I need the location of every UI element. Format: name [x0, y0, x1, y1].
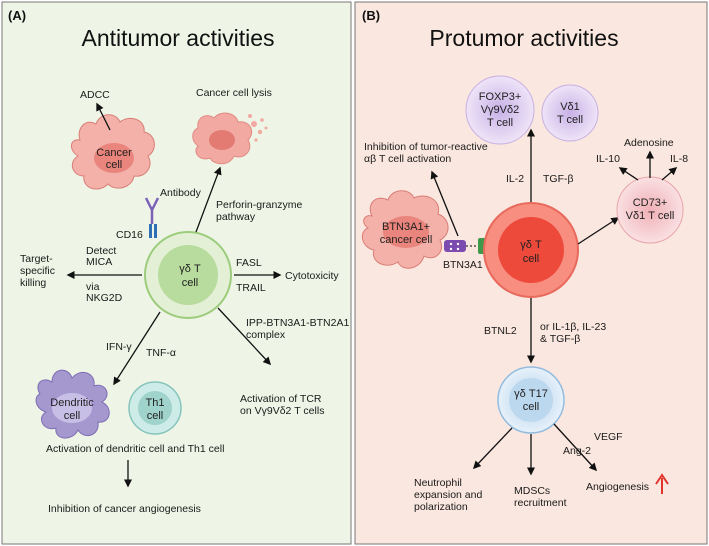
trail-label: TRAIL [236, 282, 266, 294]
detect-label-2: MICA [86, 256, 112, 268]
cd73-label-2: Vδ1 T cell [626, 210, 675, 222]
ipp-label-2: complex [246, 329, 286, 341]
target-label-3: killing [20, 277, 46, 289]
cancer-cell-a-label-1: Cancer [96, 147, 132, 159]
ifng-label: IFN-γ [106, 341, 132, 353]
cd73-cell: CD73+ Vδ1 T cell [616, 176, 684, 244]
dendritic-cell: Dendritic cell [35, 369, 110, 439]
arrow-tcr-activation [217, 307, 272, 366]
fasl-label: FASL [236, 257, 262, 269]
th1-cell-label-2: cell [147, 410, 164, 422]
foxp3-label-2: Vγ9Vδ2 [481, 104, 520, 116]
vd1-cell: Vδ1 T cell [541, 84, 599, 142]
vd1-label-1: Vδ1 [560, 101, 580, 113]
il2-label: IL-2 [506, 173, 524, 185]
tnfa-label: TNF-α [146, 347, 176, 359]
via-label-1: via [86, 281, 100, 293]
il10-label: IL-10 [596, 153, 620, 165]
antibody-receptor [144, 197, 160, 238]
adcc-label: ADCC [80, 89, 110, 101]
angiogenesis-label: Angiogenesis [586, 481, 649, 493]
panel-b-title: Protumor activities [429, 25, 618, 51]
mdsc-label-1: MDSCs [514, 485, 550, 497]
lysed-cancer-cell [192, 112, 268, 165]
gd-t-cell-a: γδ T cell [144, 231, 232, 319]
antibody-label: Antibody [160, 187, 202, 199]
neutrophil-label-1: Neutrophil [414, 477, 462, 489]
activation-tcr-label-1: Activation of TCR [240, 393, 322, 405]
gd-t-cell-b: γδ T cell [483, 202, 579, 298]
perforin-label-1: Perforin-granzyme [216, 199, 303, 211]
arrow-adcc [96, 102, 111, 131]
t17-label-1: γδ T17 [514, 388, 548, 400]
foxp3-cell: FOXP3+ Vγ9Vδ2 T cell [465, 75, 535, 145]
dendritic-cell-label-2: cell [64, 410, 81, 422]
cd73-label-1: CD73+ [633, 197, 668, 209]
via-label-2: NKG2D [86, 292, 123, 304]
btn3a1-cancer-cell: BTN3A1+ cancer cell [361, 190, 449, 269]
il1-label-1: or IL-1β, IL-23 [540, 321, 606, 333]
btn3a1-cell-label-2: cancer cell [380, 234, 433, 246]
cancer-cell-a: Cancer cell [71, 114, 155, 190]
cancer-cell-a-label-2: cell [106, 159, 123, 171]
arrow-il8 [661, 167, 678, 181]
t17-label-2: cell [523, 401, 540, 413]
activation-dc-label: Activation of dendritic cell and Th1 cel… [46, 443, 224, 455]
arrow-perforin [195, 166, 222, 233]
btnl2-label: BTNL2 [484, 325, 517, 337]
mdsc-label-2: recruitment [514, 497, 567, 509]
panel-b-tag: (B) [362, 8, 380, 23]
neutrophil-label-3: polarization [414, 501, 468, 513]
arrow-il10 [618, 167, 639, 181]
gd-t17-cell: γδ T17 cell [497, 366, 565, 434]
vd1-label-2: T cell [557, 114, 583, 126]
increase-arrow-icon [655, 473, 669, 494]
gd-t-cell-b-label-2: cell [523, 253, 540, 265]
arrow-ifng-tnfa [113, 311, 161, 386]
activation-tcr-label-2: on Vγ9Vδ2 T cells [240, 405, 324, 417]
cancer-cell-lysis-label: Cancer cell lysis [196, 87, 272, 99]
il8-label: IL-8 [670, 153, 688, 165]
arrow-inhibition [430, 170, 459, 237]
inhibition-label-1: Inhibition of tumor-reactive [364, 141, 488, 153]
ang2-label: Ang-2 [563, 445, 591, 457]
gd-t-cell-a-label-2: cell [182, 277, 199, 289]
btn3a1-label: BTN3A1 [443, 259, 483, 271]
arrow-neutrophil [472, 427, 513, 470]
foxp3-label-3: T cell [487, 117, 513, 129]
target-label-2: specific [20, 265, 55, 277]
adenosine-label: Adenosine [624, 137, 674, 149]
neutrophil-label-2: expansion and [414, 489, 482, 501]
gd-t-cell-b-label-1: γδ T [520, 239, 542, 251]
panel-a-tag: (A) [8, 8, 26, 23]
inhibition-angio-label: Inhibition of cancer angiogenesis [48, 503, 201, 515]
il1-label-2: & TGF-β [540, 333, 580, 345]
th1-cell: Th1 cell [128, 381, 182, 435]
cytotoxicity-label: Cytotoxicity [285, 270, 339, 282]
btn3a1-cell-label-1: BTN3A1+ [382, 221, 430, 233]
panel-a-title: Antitumor activities [81, 25, 274, 51]
cd16-label: CD16 [116, 229, 143, 241]
vegf-label: VEGF [594, 431, 623, 443]
gd-t-cell-a-label-1: γδ T [179, 263, 201, 275]
foxp3-label-1: FOXP3+ [479, 91, 522, 103]
arrow-angiogenesis [553, 423, 598, 472]
dendritic-cell-label-1: Dendritic [50, 397, 94, 409]
perforin-label-2: pathway [216, 211, 256, 223]
inhibition-label-2: αβ T cell activation [364, 153, 451, 165]
target-label-1: Target- [20, 253, 53, 265]
th1-cell-label-1: Th1 [146, 397, 165, 409]
detect-label-1: Detect [86, 245, 116, 257]
arrow-cd73 [577, 217, 620, 245]
ipp-label-1: IPP-BTN3A1-BTN2A1 [246, 317, 349, 329]
tgfb-label: TGF-β [543, 173, 574, 185]
